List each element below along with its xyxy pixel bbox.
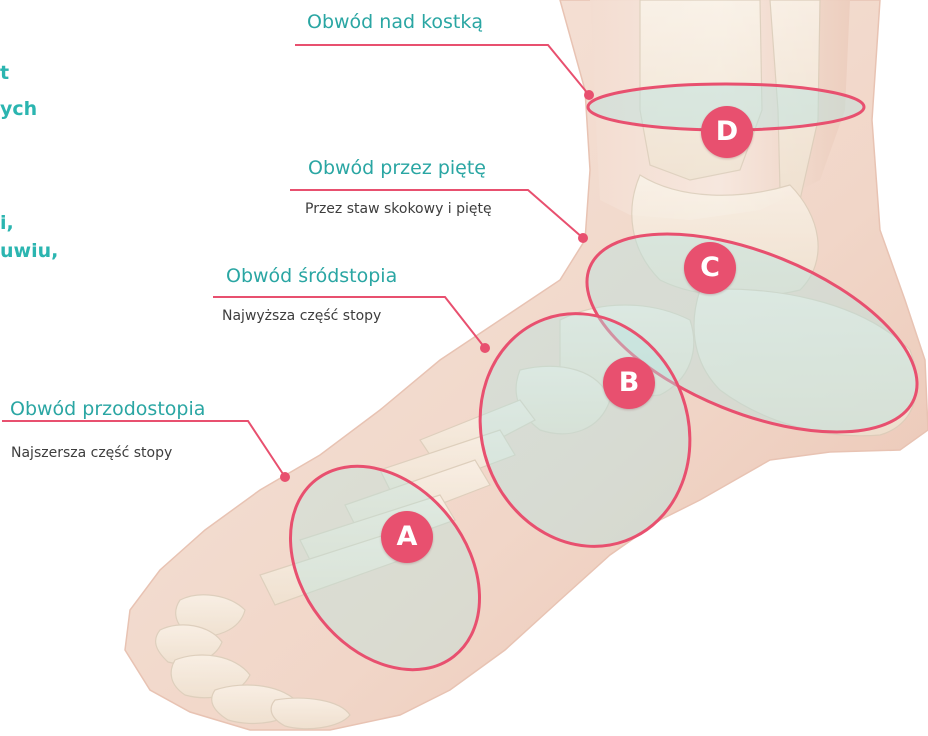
- label-b-title: Obwód śródstopia: [226, 265, 397, 287]
- intro-line-3: i,: [0, 212, 14, 234]
- intro-line-2: ych: [0, 98, 37, 120]
- leader-dot-c: [578, 233, 588, 243]
- marker-d: D: [701, 106, 753, 158]
- intro-line-4: uwiu,: [0, 240, 58, 262]
- label-c-subtitle: Przez staw skokowy i piętę: [305, 200, 492, 218]
- leader-dot-d: [584, 90, 594, 100]
- intro-line-1: t: [0, 62, 9, 84]
- marker-a: A: [381, 511, 433, 563]
- leader-dot-a: [280, 472, 290, 482]
- label-d-title: Obwód nad kostką: [307, 11, 483, 33]
- label-a-title: Obwód przodostopia: [10, 398, 205, 420]
- marker-b: B: [603, 357, 655, 409]
- marker-c: C: [684, 242, 736, 294]
- label-c-title: Obwód przez piętę: [308, 157, 486, 179]
- leader-dot-b: [480, 343, 490, 353]
- label-b-subtitle: Najwyższa część stopy: [222, 307, 381, 325]
- label-a-subtitle: Najszersza część stopy: [11, 444, 172, 462]
- leader-line-d: [295, 45, 589, 95]
